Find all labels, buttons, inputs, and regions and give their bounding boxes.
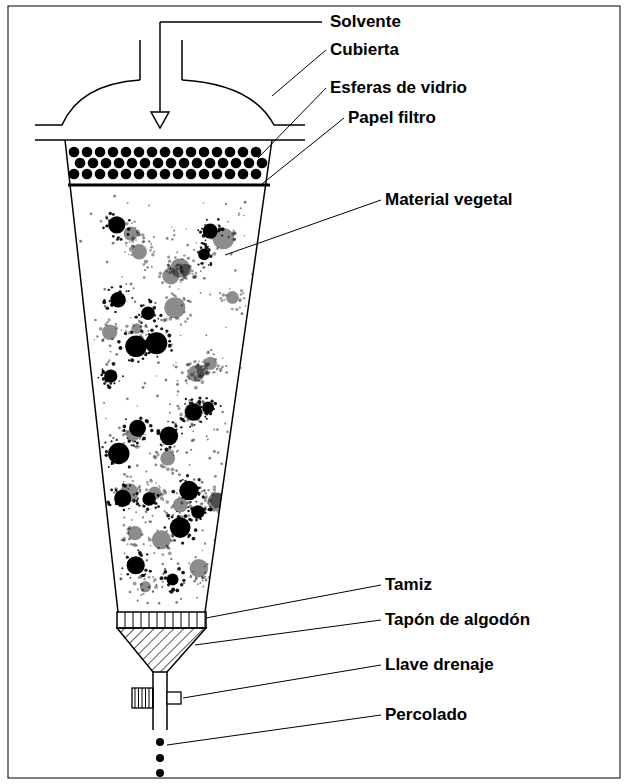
glass-sphere: [225, 169, 236, 180]
cotton-plug: [117, 628, 206, 672]
glass-spheres: [69, 147, 268, 180]
percolate-label: Percolado: [385, 705, 467, 725]
filter-label: Papel filtro: [348, 108, 436, 128]
spheres-label: Esferas de vidrio: [330, 78, 467, 98]
glass-sphere: [95, 147, 106, 158]
glass-sphere: [251, 169, 262, 180]
glass-sphere: [179, 158, 190, 169]
glass-sphere: [238, 169, 249, 180]
glass-sphere: [160, 147, 171, 158]
glass-sphere: [69, 169, 80, 180]
glass-sphere: [166, 158, 177, 169]
glass-sphere: [199, 147, 210, 158]
valve-label: Llave drenaje: [385, 655, 494, 675]
plant-label: Material vegetal: [385, 190, 513, 210]
filter-paper: [68, 184, 270, 187]
percolate-drops: [156, 738, 164, 777]
glass-sphere: [244, 158, 255, 169]
glass-sphere: [205, 158, 216, 169]
glass-sphere: [147, 169, 158, 180]
glass-sphere: [153, 158, 164, 169]
glass-sphere: [75, 158, 86, 169]
solvent-label: Solvente: [330, 12, 401, 32]
glass-sphere: [134, 169, 145, 180]
plant-material: [79, 195, 252, 605]
glass-sphere: [114, 158, 125, 169]
glass-sphere: [82, 169, 93, 180]
glass-sphere: [192, 158, 203, 169]
sieve-label: Tamiz: [385, 575, 432, 595]
glass-sphere: [173, 169, 184, 180]
glass-sphere: [95, 169, 106, 180]
leader-lines: [167, 50, 381, 745]
glass-sphere: [88, 158, 99, 169]
glass-sphere: [121, 169, 132, 180]
glass-sphere: [231, 158, 242, 169]
glass-sphere: [140, 158, 151, 169]
frame: [8, 6, 620, 778]
drain-valve: [132, 688, 181, 708]
glass-sphere: [121, 147, 132, 158]
glass-sphere: [134, 147, 145, 158]
glass-sphere: [69, 147, 80, 158]
glass-sphere: [108, 147, 119, 158]
glass-sphere: [225, 147, 236, 158]
cotton-label: Tapón de algodón: [385, 610, 530, 630]
glass-sphere: [212, 169, 223, 180]
glass-sphere: [82, 147, 93, 158]
glass-sphere: [238, 147, 249, 158]
glass-sphere: [147, 147, 158, 158]
glass-sphere: [186, 169, 197, 180]
glass-sphere: [108, 169, 119, 180]
glass-sphere: [186, 147, 197, 158]
cover-label: Cubierta: [330, 40, 399, 60]
vessel: [35, 140, 305, 612]
glass-sphere: [218, 158, 229, 169]
glass-sphere: [257, 158, 268, 169]
glass-sphere: [160, 169, 171, 180]
drain-tube: [153, 672, 167, 730]
glass-sphere: [199, 169, 210, 180]
glass-sphere: [101, 158, 112, 169]
glass-sphere: [173, 147, 184, 158]
glass-sphere: [127, 158, 138, 169]
cover: [35, 40, 305, 125]
glass-sphere: [212, 147, 223, 158]
sieve: [117, 612, 206, 628]
